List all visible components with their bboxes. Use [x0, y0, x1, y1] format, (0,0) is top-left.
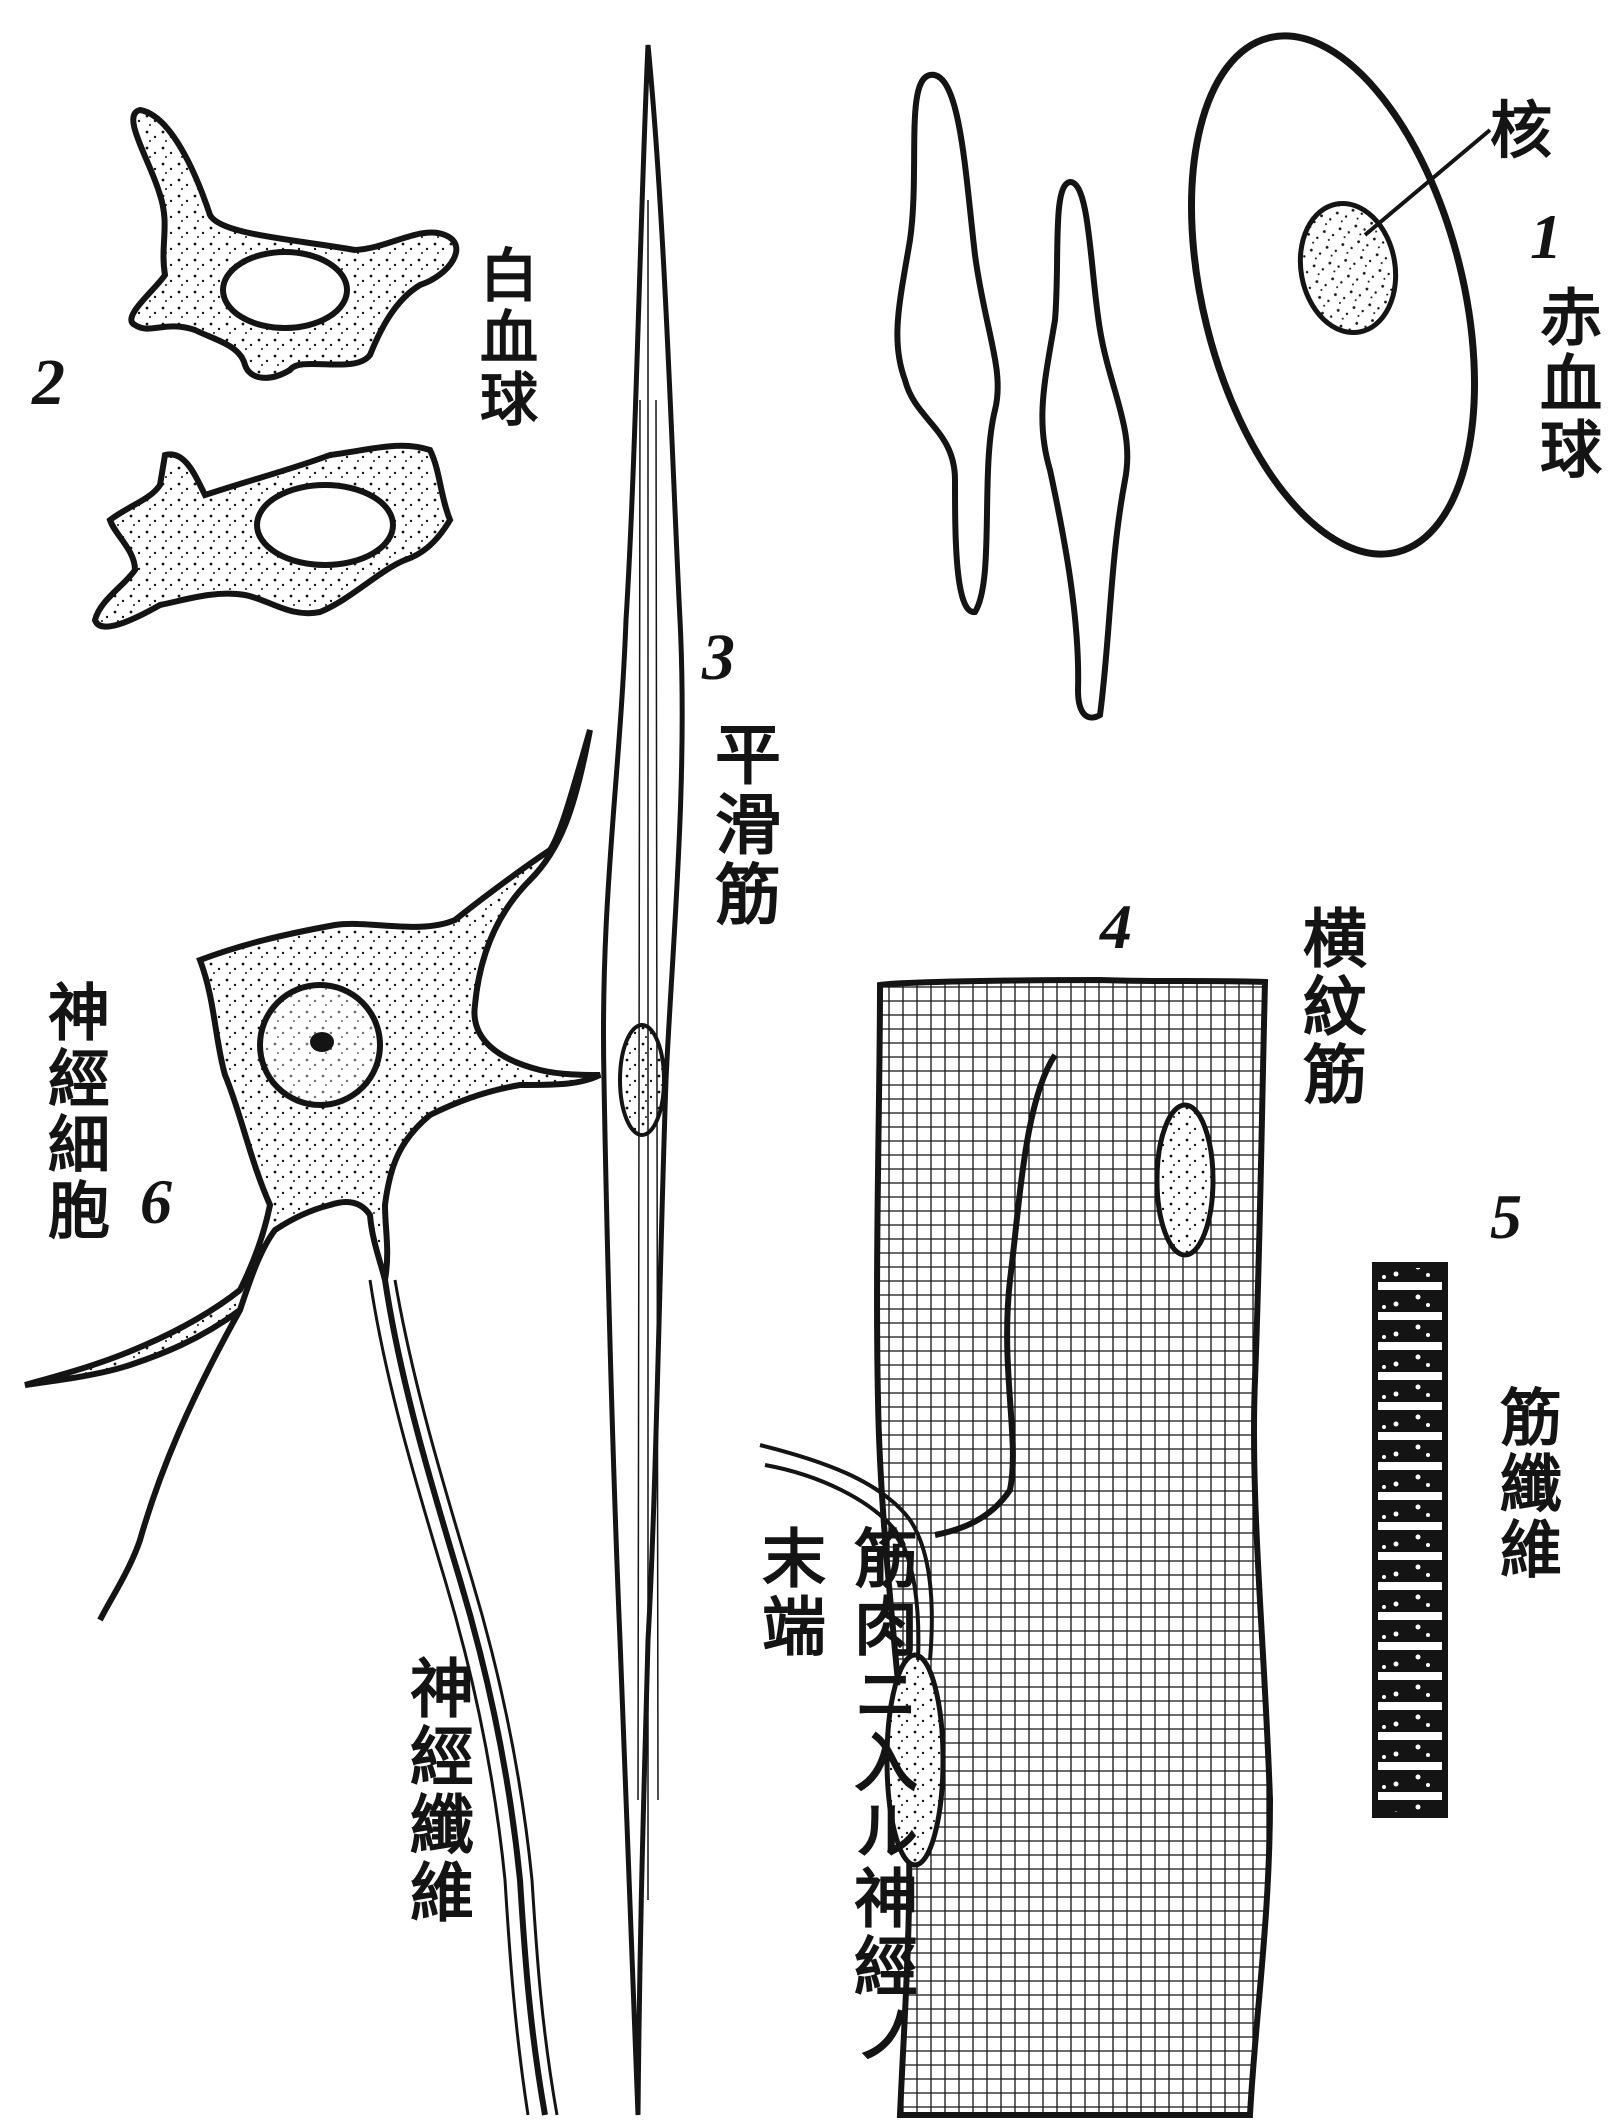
spindle-cell-right	[1042, 182, 1127, 718]
white-blood-cell-upper	[131, 110, 456, 378]
white-blood-cell-lower	[95, 446, 450, 627]
nerve-cell-label: 神經細胞	[28, 980, 118, 1244]
striated-muscle-label: 横紋筋	[1283, 905, 1375, 1109]
figure-number-1: 1	[1530, 200, 1562, 274]
muscle-fiber-label: 筋纖維	[1480, 1385, 1570, 1583]
spindle-cell-left	[897, 75, 997, 612]
nerve-fiber-label: 神經纖維	[390, 1655, 482, 1927]
figure-number-5: 5	[1490, 1180, 1522, 1254]
white-blood-cell-label: 白血球	[462, 245, 546, 431]
nerve-cell	[25, 730, 600, 2115]
nucleus-label: 核	[1490, 80, 1552, 170]
nerve-cell-nucleolus	[310, 1032, 334, 1052]
red-blood-cell-label: 赤血球	[1520, 285, 1610, 483]
red-blood-cell	[1143, 6, 1523, 583]
muscle-fiber-strip	[1375, 1265, 1445, 1815]
smooth-muscle-label: 平滑筋	[695, 720, 791, 930]
figure-number-6: 6	[140, 1165, 172, 1239]
smooth-muscle-fiber	[603, 45, 682, 2115]
nucleus-pointer-line	[1365, 130, 1490, 235]
figure-number-3: 3	[702, 620, 735, 696]
figure-number-2: 2	[32, 345, 65, 421]
figure-number-4: 4	[1100, 890, 1132, 964]
nerve-ending-label: 筋肉ニ入ル神經ノ末端	[742, 1525, 926, 2123]
smooth-muscle-nucleus	[620, 1025, 664, 1135]
